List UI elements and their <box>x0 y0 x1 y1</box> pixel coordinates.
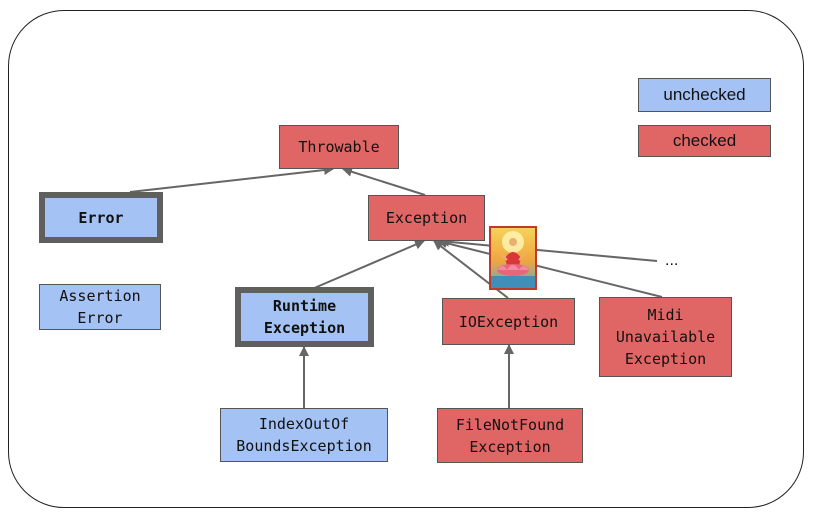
deity-lotus-image <box>489 226 537 290</box>
more-subclasses-ellipsis: ... <box>665 252 679 269</box>
node-throwable: Throwable <box>279 125 399 169</box>
edge-error-throwable <box>129 165 334 193</box>
legend-unchecked: unchecked <box>638 78 771 112</box>
diagram-frame <box>8 10 804 508</box>
node-ioexception: IOException <box>442 298 575 345</box>
node-file-not-found-exception: FileNotFound Exception <box>437 408 583 463</box>
node-index-out-of-bounds-exception: IndexOutOf BoundsException <box>220 408 388 462</box>
edge-more-exception <box>439 236 658 262</box>
legend-checked-label: checked <box>672 131 737 150</box>
node-runtime-exception-label: Runtime Exception <box>263 297 346 337</box>
node-error-label: Error <box>78 208 124 227</box>
node-assertion-error-label: Assertion Error <box>59 287 141 327</box>
node-runtime-exception: Runtime Exception <box>235 287 374 347</box>
edge-midi-exception <box>437 238 663 298</box>
node-exception-label: Exception <box>385 209 468 227</box>
node-error: Error <box>39 192 163 243</box>
legend-checked: checked <box>638 125 771 157</box>
node-index-out-of-bounds-exception-label: IndexOutOf BoundsException <box>236 415 372 455</box>
node-assertion-error: Assertion Error <box>39 284 161 330</box>
legend-unchecked-label: unchecked <box>663 85 746 104</box>
node-exception: Exception <box>368 195 485 241</box>
edge-exception-throwable <box>342 166 426 196</box>
node-file-not-found-exception-label: FileNotFound Exception <box>455 415 565 456</box>
node-midi-unavailable-exception-label: Midi Unavailable Exception <box>615 306 716 368</box>
node-throwable-label: Throwable <box>298 138 380 156</box>
edge-runtime-exception <box>311 239 425 290</box>
node-ioexception-label: IOException <box>458 312 559 331</box>
node-midi-unavailable-exception: Midi Unavailable Exception <box>599 297 732 377</box>
